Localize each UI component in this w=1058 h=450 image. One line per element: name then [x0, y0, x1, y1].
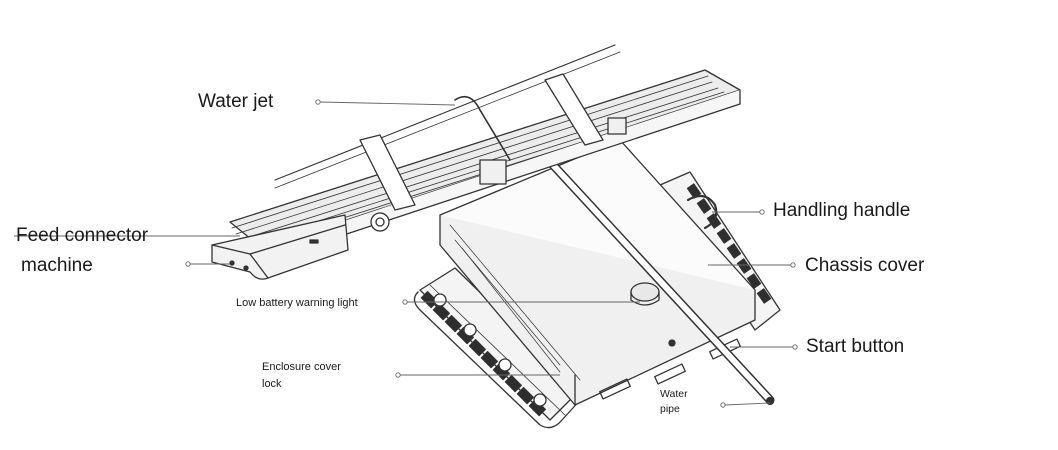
water-jet-label: Water jet [198, 91, 274, 112]
chassis-cover-label: Chassis cover [805, 255, 925, 276]
water-pipe-label-line2: pipe [660, 403, 680, 415]
handling-handle [686, 194, 718, 230]
enclosure-cover-label: Enclosure cover [262, 361, 341, 373]
feed-connector-label-line2: machine [21, 255, 93, 276]
handling-handle-label: Handling handle [773, 200, 911, 221]
chassis-body [439, 139, 756, 406]
low-battery-label: Low battery warning light [236, 297, 358, 309]
feed-connector-label: Feed connector [16, 225, 149, 246]
enclosure-cover-label-line2: lock [262, 378, 282, 390]
water-pipe-label: Water [660, 388, 688, 400]
feed-connector-machine [211, 212, 390, 280]
leader-lines [14, 99, 798, 408]
start-button-label: Start button [806, 336, 905, 357]
left-track [413, 267, 583, 429]
